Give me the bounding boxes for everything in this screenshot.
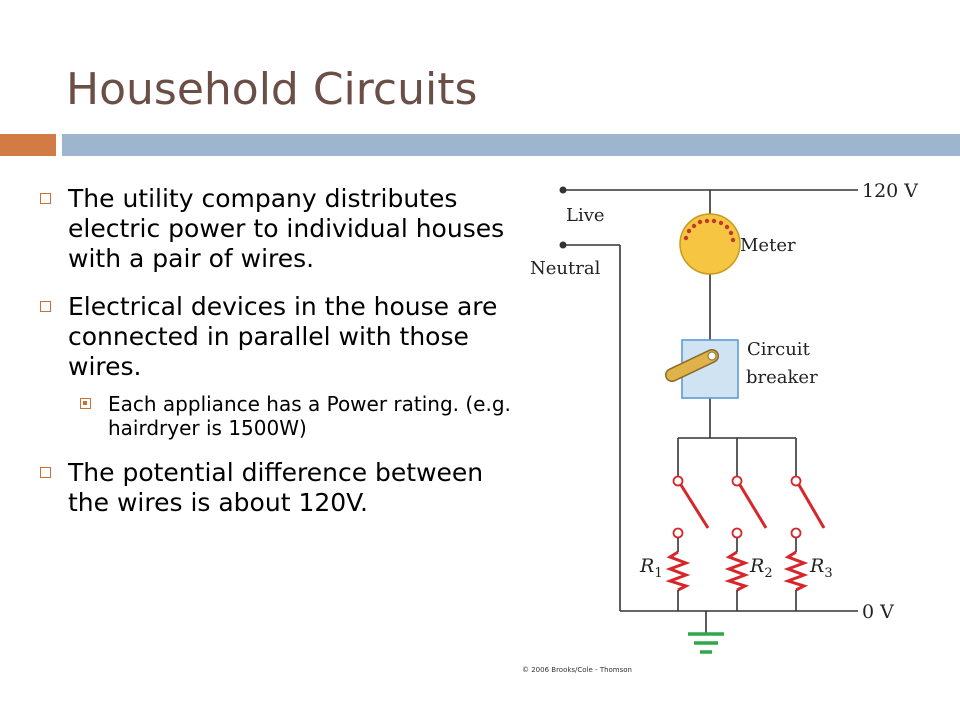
sub-bullet-item: Each appliance has a Power rating. (e.g.… bbox=[68, 392, 514, 440]
switch-2-contact-top bbox=[731, 475, 743, 487]
bullet-square-icon bbox=[40, 301, 51, 312]
breaker-label-line1: Circuit bbox=[747, 339, 811, 360]
title-accent-bar bbox=[0, 134, 56, 156]
bullet-text: The potential difference between the wir… bbox=[68, 458, 484, 517]
bullet-list: The utility company distributes electric… bbox=[34, 184, 514, 536]
ground-icon bbox=[688, 611, 724, 654]
switch-1-contact-bottom bbox=[672, 527, 684, 539]
switch-3-blade bbox=[797, 484, 826, 529]
resistor-2-label: R2 bbox=[749, 555, 773, 581]
breaker-label-line2: breaker bbox=[746, 367, 818, 388]
sub-bullet-square-icon bbox=[80, 398, 91, 409]
bullet-text: Electrical devices in the house are conn… bbox=[68, 292, 498, 381]
branch-1 bbox=[665, 438, 710, 611]
slide-title: Household Circuits bbox=[66, 64, 478, 115]
sub-bullet-text: Each appliance has a Power rating. (e.g.… bbox=[108, 392, 511, 440]
switch-2-contact-bottom bbox=[731, 527, 743, 539]
meter-icon bbox=[679, 213, 741, 275]
breaker-handle bbox=[665, 349, 719, 382]
resistor-1-icon bbox=[665, 550, 691, 592]
live-terminal bbox=[559, 186, 567, 194]
branch-3 bbox=[783, 438, 826, 611]
top-voltage-label: 120 V bbox=[862, 180, 918, 202]
switch-2-blade bbox=[738, 484, 768, 529]
bullet-item: The potential difference between the wir… bbox=[34, 458, 514, 518]
meter-dial-dots bbox=[683, 218, 736, 243]
live-label: Live bbox=[566, 205, 605, 226]
bullet-square-icon bbox=[40, 467, 51, 478]
resistor-3-icon bbox=[783, 550, 809, 592]
bullet-item: The utility company distributes electric… bbox=[34, 184, 514, 274]
bullet-square-icon bbox=[40, 193, 51, 204]
switch-3-contact-top bbox=[790, 475, 802, 487]
branch-2 bbox=[724, 438, 768, 611]
neutral-label: Neutral bbox=[530, 258, 601, 279]
resistor-3-label: R3 bbox=[809, 555, 833, 581]
copyright-text: © 2006 Brooks/Cole - Thomson bbox=[522, 666, 632, 674]
resistor-1-label: R1 bbox=[639, 555, 663, 581]
resistor-2-icon bbox=[724, 550, 750, 592]
bottom-voltage-label: 0 V bbox=[862, 601, 894, 623]
bullet-text: The utility company distributes electric… bbox=[68, 184, 505, 273]
switch-1-contact-top bbox=[672, 475, 684, 487]
switch-3-contact-bottom bbox=[790, 527, 802, 539]
meter-label: Meter bbox=[740, 235, 796, 256]
title-divider-bar bbox=[62, 134, 960, 156]
neutral-terminal bbox=[559, 241, 567, 249]
bullet-item: Electrical devices in the house are conn… bbox=[34, 292, 514, 382]
switch-1-blade bbox=[679, 484, 710, 529]
